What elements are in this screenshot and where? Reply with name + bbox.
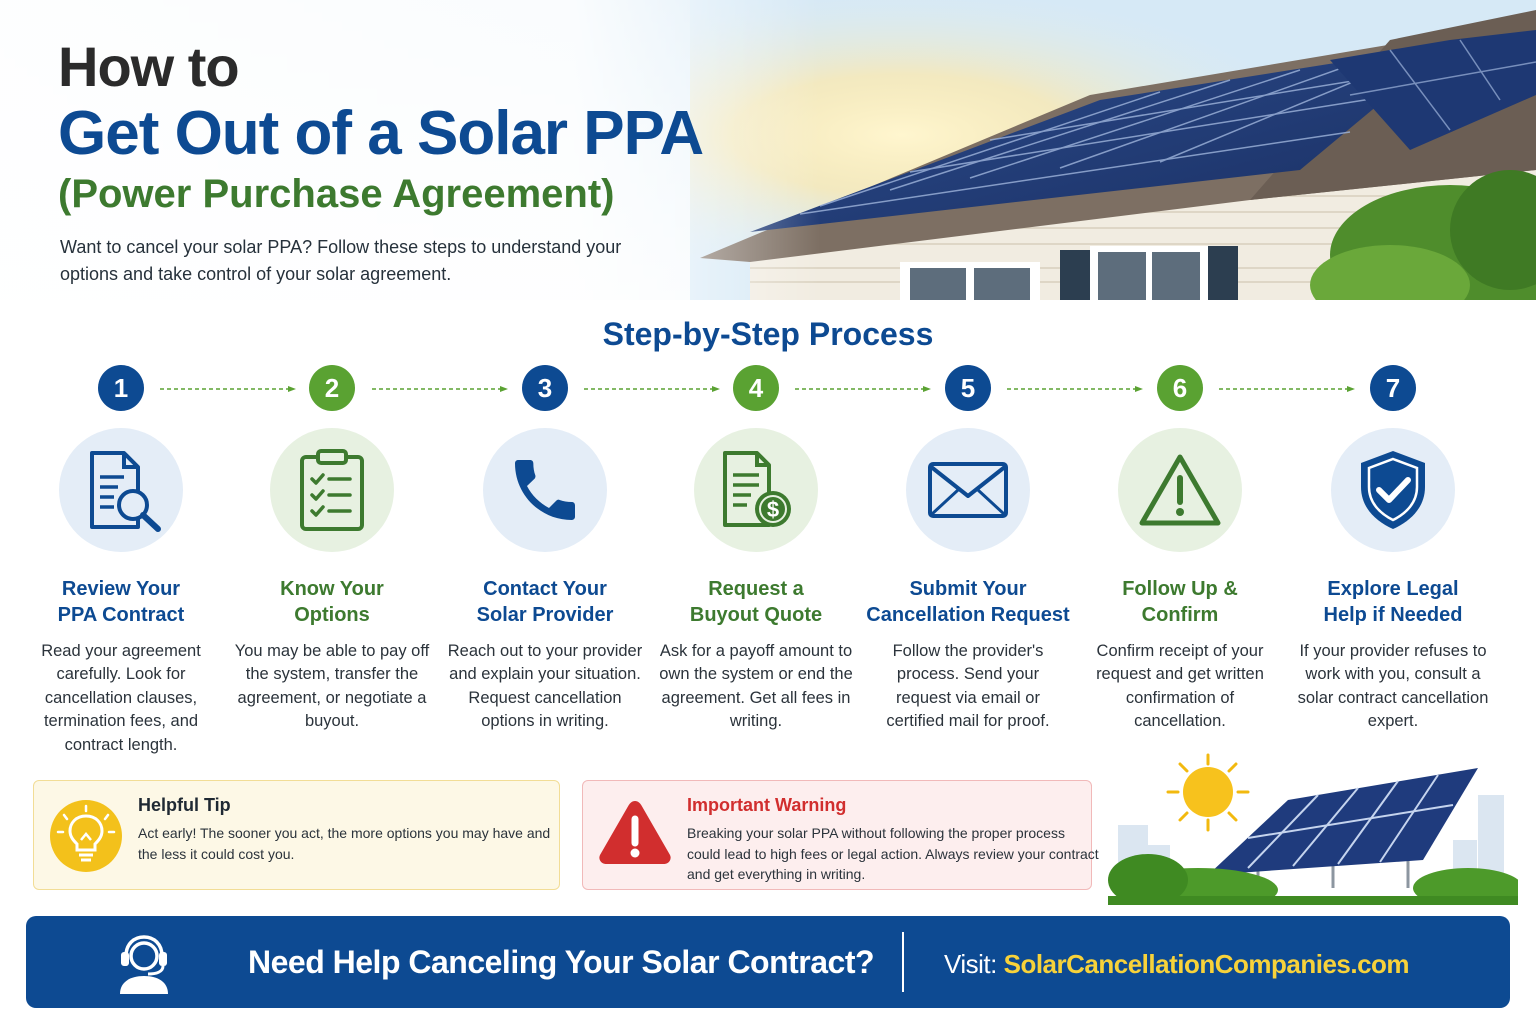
svg-text:$: $: [767, 497, 779, 522]
warning-triangle-icon: [1139, 454, 1221, 526]
step-title-line: Buyout Quote: [689, 604, 823, 626]
step-arrow: [584, 386, 720, 392]
step-title-line: Submit Your: [909, 578, 1027, 600]
house-solar-roof-illustration: [690, 0, 1536, 300]
hero-subtitle: (Power Purchase Agreement): [58, 172, 615, 216]
footer-cta-text: Need Help Canceling Your Solar Contract?: [248, 944, 875, 980]
step-description: Confirm receipt of your request and get …: [1096, 642, 1264, 731]
step-number: 2: [309, 365, 355, 411]
step-title-line: Review Your: [61, 578, 181, 600]
step-title: Request a Buyout Quote: [651, 576, 861, 628]
step-number: 4: [733, 365, 779, 411]
document-dollar-icon: $: [723, 451, 791, 527]
step-title: Review Your PPA Contract: [16, 576, 226, 628]
envelope-icon: [928, 462, 1008, 518]
step-number: 7: [1370, 365, 1416, 411]
step-title-line: Confirm: [1141, 604, 1219, 626]
important-warning-box: Important Warning Breaking your solar PP…: [582, 780, 1099, 890]
warning-text: Breaking your solar PPA without followin…: [687, 825, 1099, 882]
step-title-line: Contact Your: [483, 578, 607, 600]
step-title: Contact Your Solar Provider: [440, 576, 650, 628]
step-description: Reach out to your provider and explain y…: [447, 642, 643, 731]
step-arrow: [1007, 386, 1143, 392]
shield-check-icon: [1361, 451, 1425, 529]
step-arrow: [160, 386, 296, 392]
step-title-line: Cancellation Request: [866, 604, 1070, 626]
step-1: 1 Review Your PPA Contract Read your agr…: [16, 365, 226, 757]
section-title: Step-by-Step Process: [602, 316, 934, 352]
step-arrow: [1219, 386, 1355, 392]
support-headset-icon: [120, 935, 168, 994]
step-title: Submit Your Cancellation Request: [863, 576, 1073, 628]
step-arrow: [372, 386, 508, 392]
step-icon-circle: [1331, 428, 1455, 552]
step-number: 5: [945, 365, 991, 411]
step-icon-circle: [906, 428, 1030, 552]
footer-cta-banner: Need Help Canceling Your Solar Contract?…: [26, 916, 1510, 1008]
step-title: Know Your Options: [227, 576, 437, 628]
hero-title-main: Get Out of a Solar PPA: [58, 99, 704, 168]
step-description: You may be able to pay off the system, t…: [234, 642, 430, 731]
footer-website-link[interactable]: SolarCancellationCompanies.com: [1003, 949, 1410, 979]
step-title: Follow Up & Confirm: [1075, 576, 1285, 628]
solar-panel-illustration: [1108, 753, 1518, 905]
step-number: 1: [98, 365, 144, 411]
hero-title-prefix: How to: [58, 35, 240, 98]
step-title-line: Follow Up &: [1122, 578, 1238, 600]
step-number: 6: [1157, 365, 1203, 411]
document-search-icon: [90, 451, 161, 532]
step-title-line: Know Your: [280, 578, 384, 600]
warning-title: Important Warning: [687, 795, 847, 815]
alert-triangle-icon: [599, 801, 671, 864]
step-6: 6 Follow Up & Confirm Confirm receipt of…: [1075, 365, 1285, 734]
hero-fade-overlay: [0, 0, 820, 300]
footer-visit: Visit: SolarCancellationCompanies.com: [944, 949, 1410, 980]
tip-text: Act early! The sooner you act, the more …: [138, 825, 551, 862]
step-icon-circle: [59, 428, 183, 552]
step-4: 4 $ Request a Buyout Quote Ask for a pay…: [651, 365, 861, 734]
footer-divider: [902, 932, 904, 992]
hero-intro-text: Want to cancel your solar PPA? Follow th…: [60, 237, 622, 284]
step-icon-circle: [483, 428, 607, 552]
step-title-line: Solar Provider: [476, 604, 614, 626]
helpful-tip-box: Helpful Tip Act early! The sooner you ac…: [33, 780, 560, 890]
footer-visit-label: Visit:: [944, 949, 997, 979]
step-icon-circle: [1118, 428, 1242, 552]
step-description: Follow the provider's process. Send your…: [886, 642, 1050, 731]
tip-title: Helpful Tip: [138, 795, 231, 815]
clipboard-checklist-icon: [300, 449, 364, 531]
phone-icon: [515, 460, 575, 520]
hero-banner: How to Get Out of a Solar PPA (Power Pur…: [0, 0, 1536, 300]
step-5: 5 Submit Your Cancellation Request Follo…: [863, 365, 1073, 734]
step-title-line: Explore Legal: [1327, 578, 1459, 600]
step-description: Read your agreement carefully. Look for …: [41, 642, 201, 754]
step-title-line: PPA Contract: [57, 604, 185, 626]
step-number: 3: [522, 365, 568, 411]
step-description: Ask for a payoff amount to own the syste…: [659, 642, 853, 731]
step-title-line: Request a: [708, 578, 804, 600]
step-7: 7 Explore Legal Help if Needed If your p…: [1288, 365, 1498, 734]
step-2: 2 Know Your Options You may be able to p…: [227, 365, 437, 734]
step-3: 3 Contact Your Solar Provider Reach out …: [440, 365, 650, 734]
step-icon-circle: $: [694, 428, 818, 552]
step-title-line: Help if Needed: [1323, 604, 1463, 626]
step-title-line: Options: [294, 604, 370, 626]
step-arrow: [795, 386, 931, 392]
step-title: Explore Legal Help if Needed: [1288, 576, 1498, 628]
step-description: If your provider refuses to work with yo…: [1297, 642, 1489, 731]
lightbulb-icon: [50, 800, 122, 872]
step-icon-circle: [270, 428, 394, 552]
